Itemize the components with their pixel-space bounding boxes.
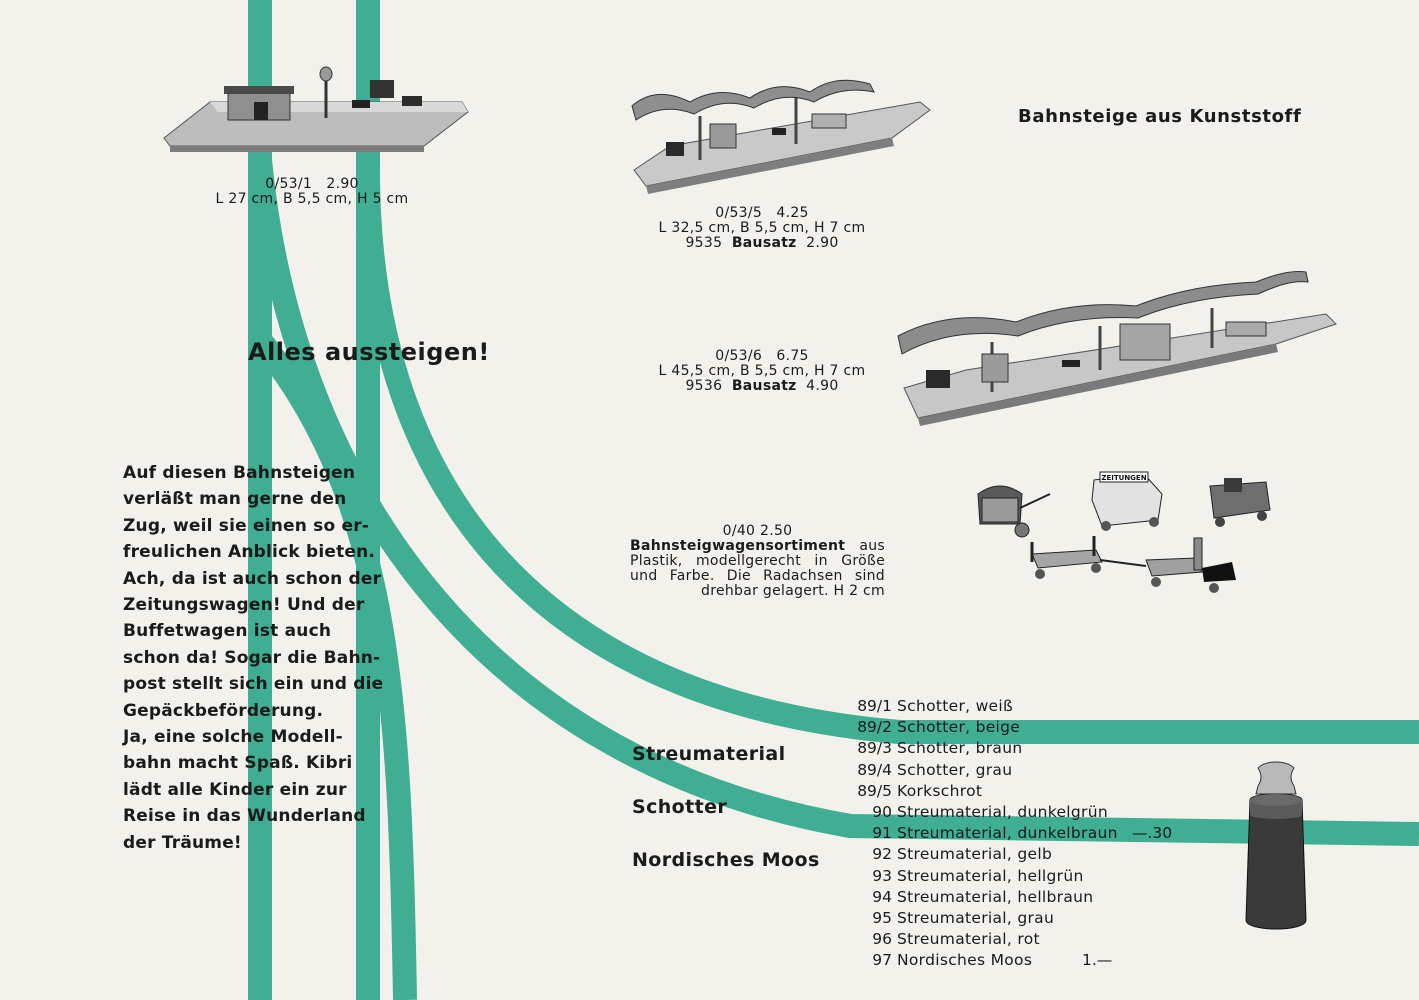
- product-desc-word: aus: [859, 538, 885, 554]
- material-number: 91: [872, 824, 892, 843]
- track-band-branch: [250, 332, 417, 1000]
- product-title: Bahnsteigwagensortiment: [630, 538, 846, 554]
- material-number: 94: [872, 887, 892, 906]
- intro-line: Ja, eine solche Modell-: [123, 727, 343, 748]
- intro-line: Auf diesen Bahnsteigen: [123, 463, 356, 483]
- material-number: 89/4: [857, 760, 892, 779]
- material-number: 89/3: [857, 739, 892, 758]
- material-number: 89/5: [857, 781, 892, 800]
- material-name: Streumaterial, grau: [897, 908, 1055, 927]
- product-desc-line: drehbar gelagert. H 2 cm: [701, 583, 885, 599]
- intro-line: bahn macht Spaß. Kibri: [123, 753, 353, 774]
- product-code-price: 0/40 2.50: [722, 523, 793, 539]
- page-heading: Bahnsteige aus Kunststoff: [1018, 106, 1302, 127]
- category-label: Streumaterial: [632, 743, 786, 765]
- intro-line: Reise in das Wunderland: [123, 806, 366, 827]
- track-band-curve-outer: [356, 0, 1419, 744]
- product-desc-line: und Farbe. Die Radachsen sind: [630, 568, 885, 584]
- material-bag-image: [1245, 761, 1307, 930]
- intro-line: der Träume!: [123, 832, 242, 853]
- platform-covered-long-image: [897, 271, 1337, 426]
- kit-label: Bausatz: [731, 235, 797, 251]
- material-name: Streumaterial, hellbraun: [897, 887, 1094, 906]
- product-desc-line: Plastik, modellgerecht in Größe: [630, 553, 885, 569]
- material-name: Schotter, beige: [897, 718, 1021, 737]
- material-number: 93: [872, 866, 892, 885]
- kit-line: 9535 Bausatz 2.90: [612, 236, 912, 251]
- material-number: 89/2: [857, 718, 892, 737]
- intro-text: Auf diesen Bahnsteigen verläßt man gerne…: [123, 460, 384, 856]
- kit-number: 9536: [685, 378, 723, 394]
- product-0-53-5-caption: 0/53/5 4.25 L 32,5 cm, B 5,5 cm, H 7 cm …: [612, 206, 912, 251]
- product-code-price: 0/53/1 2.90: [265, 176, 359, 192]
- product-0-53-1-caption: 0/53/1 2.90 L 27 cm, B 5,5 cm, H 5 cm: [192, 177, 432, 207]
- material-name: Streumaterial, dunkelbraun: [897, 824, 1118, 843]
- product-0-40-caption: 0/40 2.50 Bahnsteigwagensortiment aus Pl…: [630, 524, 885, 599]
- material-number: 92: [872, 845, 892, 864]
- intro-line: freulichen Anblick bieten.: [123, 542, 376, 563]
- kit-price: 2.90: [806, 235, 839, 251]
- intro-line: Zeitungswagen! Und der: [123, 595, 365, 616]
- product-0-53-6-caption: 0/53/6 6.75 L 45,5 cm, B 5,5 cm, H 7 cm …: [612, 349, 912, 394]
- kit-price: 4.90: [806, 378, 839, 394]
- platform-carts-image: ZEITUNGEN: [977, 471, 1271, 593]
- material-number: 96: [872, 930, 892, 949]
- intro-line: Ach, da ist auch schon der: [123, 568, 382, 589]
- material-number: 90: [872, 802, 892, 821]
- material-number: 95: [872, 908, 892, 927]
- material-name: Korkschrot: [897, 781, 983, 800]
- material-price: —.30: [1132, 824, 1173, 843]
- product-code-price: 0/53/6 6.75: [715, 348, 809, 364]
- intro-line: Gepäckbeförderung.: [123, 700, 324, 721]
- intro-line: Buffetwagen ist auch: [123, 621, 332, 642]
- intro-line: lädt alle Kinder ein zur: [123, 779, 347, 800]
- platform-covered-medium-image: [631, 79, 931, 194]
- material-name: Schotter, grau: [897, 760, 1013, 779]
- material-name: Streumaterial, rot: [897, 930, 1040, 949]
- material-name: Schotter, braun: [897, 739, 1023, 758]
- material-name: Streumaterial, dunkelgrün: [897, 802, 1108, 821]
- product-dimensions: L 45,5 cm, B 5,5 cm, H 7 cm: [658, 363, 866, 379]
- material-price: 1.—: [1082, 951, 1113, 970]
- kit-label: Bausatz: [731, 378, 797, 394]
- kit-number: 9535: [685, 235, 723, 251]
- material-name: Streumaterial, gelb: [897, 845, 1053, 864]
- intro-line: schon da! Sogar die Bahn-: [123, 647, 381, 668]
- intro-line: Zug, weil sie einen so er-: [123, 515, 370, 536]
- intro-line: post stellt sich ein und die: [123, 674, 384, 695]
- material-number: 89/1: [857, 697, 892, 715]
- material-number: 97: [872, 951, 892, 970]
- product-dimensions: L 32,5 cm, B 5,5 cm, H 7 cm: [658, 220, 866, 236]
- product-dimensions: L 27 cm, B 5,5 cm, H 5 cm: [215, 191, 409, 207]
- category-label: Schotter: [632, 796, 728, 818]
- material-name: Schotter, weiß: [897, 697, 1014, 715]
- platform-small-image: [163, 66, 469, 152]
- product-code-price: 0/53/5 4.25: [715, 205, 809, 221]
- intro-line: verläßt man gerne den: [123, 489, 347, 510]
- newspaper-kiosk-sign: ZEITUNGEN: [1101, 474, 1146, 482]
- material-name: Nordisches Moos: [897, 951, 1033, 970]
- track-band-curve-inner: [248, 158, 1419, 846]
- headline: Alles aussteigen!: [248, 338, 490, 366]
- material-name: Streumaterial, hellgrün: [897, 866, 1084, 885]
- product-description: Bahnsteigwagensortiment aus Plastik, mod…: [630, 539, 885, 599]
- category-label: Nordisches Moos: [632, 849, 820, 871]
- kit-line: 9536 Bausatz 4.90: [612, 379, 912, 394]
